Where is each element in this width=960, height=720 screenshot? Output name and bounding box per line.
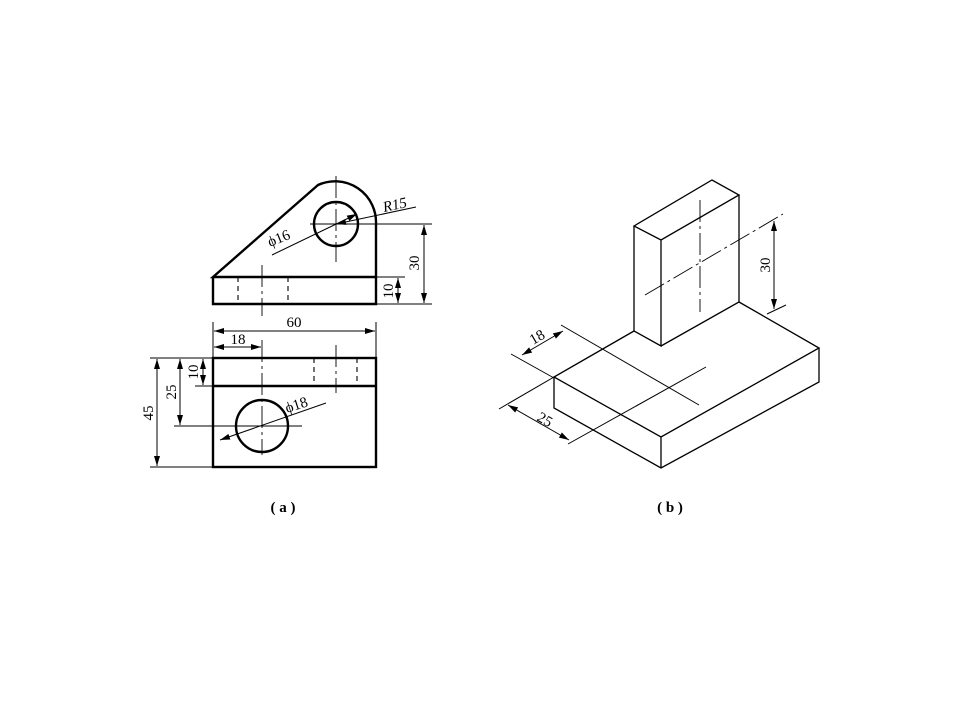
dim-line-25 <box>507 404 570 441</box>
dim-60: 60 <box>287 315 302 331</box>
dim-30: 30 <box>407 256 423 271</box>
dim-30: 30 <box>758 258 774 273</box>
extension-line <box>498 376 555 410</box>
dim-10: 10 <box>186 365 202 380</box>
base-plate <box>552 301 821 469</box>
top-view-outline <box>211 356 378 469</box>
dim-45: 45 <box>141 406 157 421</box>
top-view: 60 18 45 25 10 ϕ18 <box>141 315 378 469</box>
extension-line <box>510 353 555 379</box>
dim-phi18: ϕ18 <box>283 395 310 417</box>
dim-25: 25 <box>534 410 555 431</box>
centerline <box>567 366 707 445</box>
dim-18: 18 <box>527 327 548 348</box>
centerline <box>644 213 784 296</box>
leader-r15 <box>335 206 417 225</box>
caption-b: ( b ) <box>657 500 683 516</box>
dim-10: 10 <box>381 284 397 299</box>
centerline <box>560 324 700 406</box>
front-view: 30 10 ϕ16 R15 <box>209 176 432 316</box>
dim-25: 25 <box>164 385 180 400</box>
dim-18: 18 <box>231 332 246 348</box>
caption-a: ( a ) <box>271 500 296 516</box>
upright-block <box>632 179 741 348</box>
dim-line-18 <box>521 330 564 356</box>
leader-phi18 <box>219 402 327 441</box>
dim-r15: R15 <box>381 195 409 216</box>
front-view-outline <box>209 180 378 306</box>
extension-line <box>766 304 787 315</box>
isometric-view: 18 25 30 <box>498 179 821 469</box>
